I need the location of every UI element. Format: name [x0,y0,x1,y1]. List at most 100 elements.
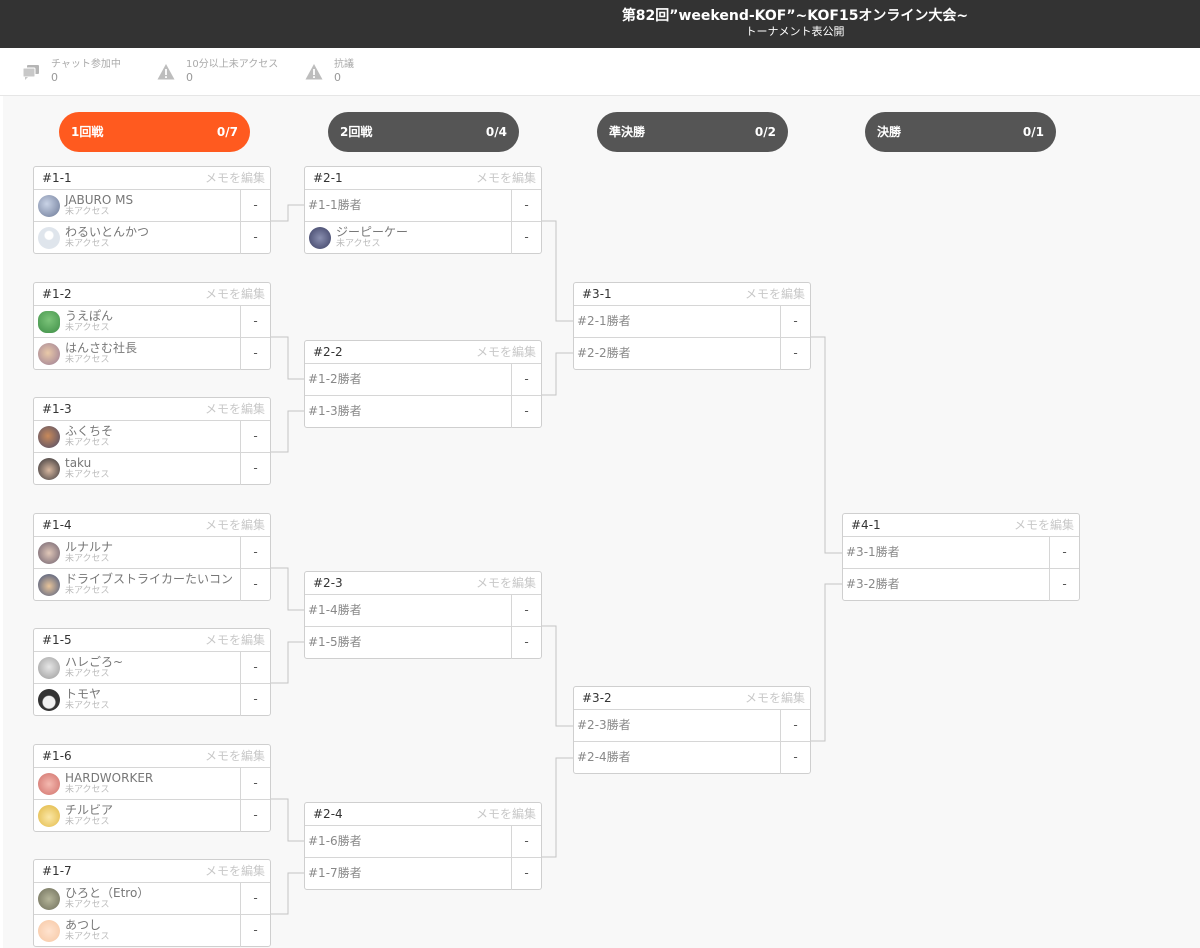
player-slot[interactable]: ジーピーケー 未アクセス - [305,222,541,254]
player-slot[interactable]: #1-4勝者 - [305,595,541,627]
match-card-1-7[interactable]: #1-7 メモを編集 ひろと（Etro） 未アクセス - あつし 未アクセス - [33,859,271,947]
player-slot[interactable]: ふくちそ 未アクセス - [34,421,270,453]
player-slot[interactable]: #2-3勝者 - [574,710,810,742]
edit-memo-link[interactable]: メモを編集 [204,287,265,301]
score-cell[interactable]: - [511,858,541,890]
score-cell[interactable]: - [240,569,270,601]
player-slot[interactable]: HARDWORKER 未アクセス - [34,768,270,800]
edit-memo-link[interactable]: メモを編集 [204,518,265,532]
player-slot[interactable]: #3-2勝者 - [843,569,1079,601]
match-id: #1-5 [42,633,72,647]
match-card-2-4[interactable]: #2-4 メモを編集 #1-6勝者 - #1-7勝者 - [304,802,542,890]
match-card-1-3[interactable]: #1-3 メモを編集 ふくちそ 未アクセス - taku 未アクセス - [33,397,271,485]
score-cell[interactable]: - [1049,569,1079,601]
score-cell[interactable]: - [780,338,810,370]
match-card-3-1[interactable]: #3-1 メモを編集 #2-1勝者 - #2-2勝者 - [573,282,811,370]
match-card-2-3[interactable]: #2-3 メモを編集 #1-4勝者 - #1-5勝者 - [304,571,542,659]
player-slot[interactable]: ハレごろ~ 未アクセス - [34,652,270,684]
score-cell[interactable]: - [511,627,541,659]
round-header-1[interactable]: 1回戦 0/7 [59,112,250,152]
player-slot[interactable]: うえぽん 未アクセス - [34,306,270,338]
player-slot[interactable]: #1-5勝者 - [305,627,541,659]
edit-memo-link[interactable]: メモを編集 [475,576,536,590]
score-cell[interactable]: - [511,222,541,254]
edit-memo-link[interactable]: メモを編集 [475,807,536,821]
score-cell[interactable]: - [511,190,541,221]
score-cell[interactable]: - [240,915,270,947]
score-cell[interactable]: - [240,883,270,914]
edit-memo-link[interactable]: メモを編集 [475,345,536,359]
score-cell[interactable]: - [240,537,270,568]
match-card-1-1[interactable]: #1-1 メモを編集 JABURO MS 未アクセス - わるいとんかつ 未アク… [33,166,271,254]
score-cell[interactable]: - [511,396,541,428]
edit-memo-link[interactable]: メモを編集 [204,749,265,763]
edit-memo-link[interactable]: メモを編集 [204,171,265,185]
player-slot[interactable]: taku 未アクセス - [34,453,270,485]
player-slot[interactable]: トモヤ 未アクセス - [34,684,270,716]
score-cell[interactable]: - [1049,537,1079,568]
match-card-1-4[interactable]: #1-4 メモを編集 ルナルナ 未アクセス - ドライブストライカーたいコン 未… [33,513,271,601]
player-slot[interactable]: わるいとんかつ 未アクセス - [34,222,270,254]
score-cell[interactable]: - [240,453,270,485]
player-slot[interactable]: #2-4勝者 - [574,742,810,774]
edit-memo-link[interactable]: メモを編集 [475,171,536,185]
score-cell[interactable]: - [240,338,270,370]
player-slot[interactable]: ひろと（Etro） 未アクセス - [34,883,270,915]
match-header: #1-2 メモを編集 [34,283,270,306]
match-card-1-5[interactable]: #1-5 メモを編集 ハレごろ~ 未アクセス - トモヤ 未アクセス - [33,628,271,716]
player-slot[interactable]: はんさむ社長 未アクセス - [34,338,270,370]
score-cell[interactable]: - [780,710,810,741]
score-cell[interactable]: - [240,652,270,683]
score-cell[interactable]: - [511,364,541,395]
edit-memo-link[interactable]: メモを編集 [204,402,265,416]
score-cell[interactable]: - [240,222,270,254]
player-slot[interactable]: チルビア 未アクセス - [34,800,270,832]
match-card-4-1[interactable]: #4-1 メモを編集 #3-1勝者 - #3-2勝者 - [842,513,1080,601]
player-slot[interactable]: #1-2勝者 - [305,364,541,396]
player-slot[interactable]: #2-2勝者 - [574,338,810,370]
score-cell[interactable]: - [240,306,270,337]
round-header-2[interactable]: 2回戦 0/4 [328,112,519,152]
winner-placeholder: #2-3勝者 [577,718,631,732]
player-slot[interactable]: ルナルナ 未アクセス - [34,537,270,569]
round-header-semifinal[interactable]: 準決勝 0/2 [597,112,788,152]
round-name: 1回戦 [71,125,104,139]
score-cell[interactable]: - [780,742,810,774]
match-card-1-2[interactable]: #1-2 メモを編集 うえぽん 未アクセス - はんさむ社長 未アクセス - [33,282,271,370]
score-cell[interactable]: - [240,684,270,716]
match-header: #1-4 メモを編集 [34,514,270,537]
player-slot[interactable]: #1-7勝者 - [305,858,541,890]
score-cell[interactable]: - [240,190,270,221]
match-card-3-2[interactable]: #3-2 メモを編集 #2-3勝者 - #2-4勝者 - [573,686,811,774]
edit-memo-link[interactable]: メモを編集 [744,691,805,705]
player-status: 未アクセス [65,554,110,564]
score-cell[interactable]: - [240,800,270,832]
avatar [38,542,60,564]
player-status: 未アクセス [336,239,381,249]
player-slot[interactable]: ドライブストライカーたいコン 未アクセス - [34,569,270,601]
player-slot[interactable]: JABURO MS 未アクセス - [34,190,270,222]
match-header: #2-2 メモを編集 [305,341,541,364]
avatar [38,773,60,795]
edit-memo-link[interactable]: メモを編集 [204,633,265,647]
player-slot[interactable]: #1-3勝者 - [305,396,541,428]
match-card-2-2[interactable]: #2-2 メモを編集 #1-2勝者 - #1-3勝者 - [304,340,542,428]
avatar [38,458,60,480]
player-slot[interactable]: #1-6勝者 - [305,826,541,858]
score-cell[interactable]: - [780,306,810,337]
player-slot[interactable]: あつし 未アクセス - [34,915,270,947]
edit-memo-link[interactable]: メモを編集 [204,864,265,878]
edit-memo-link[interactable]: メモを編集 [1013,518,1074,532]
edit-memo-link[interactable]: メモを編集 [744,287,805,301]
avatar [38,574,60,596]
player-slot[interactable]: #1-1勝者 - [305,190,541,222]
score-cell[interactable]: - [240,768,270,799]
score-cell[interactable]: - [511,595,541,626]
player-slot[interactable]: #2-1勝者 - [574,306,810,338]
match-card-2-1[interactable]: #2-1 メモを編集 #1-1勝者 - ジーピーケー 未アクセス - [304,166,542,254]
score-cell[interactable]: - [240,421,270,452]
player-slot[interactable]: #3-1勝者 - [843,537,1079,569]
match-card-1-6[interactable]: #1-6 メモを編集 HARDWORKER 未アクセス - チルビア 未アクセス… [33,744,271,832]
round-header-final[interactable]: 決勝 0/1 [865,112,1056,152]
score-cell[interactable]: - [511,826,541,857]
